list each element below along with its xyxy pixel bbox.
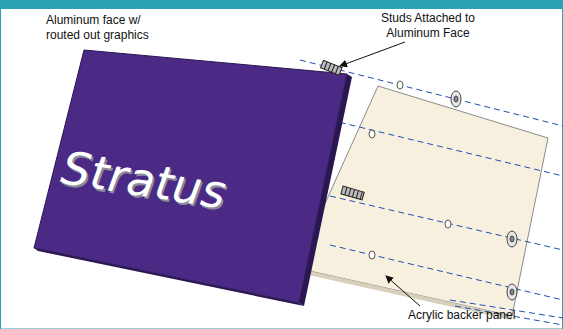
header-bar: [0, 0, 563, 9]
part-label: Studs Attached to Aluminum Face: [368, 11, 488, 41]
backer-holes: [369, 81, 451, 259]
washer-nuts: [451, 91, 517, 300]
aluminum-face: [34, 50, 347, 303]
studs: [321, 60, 365, 200]
part-label: Aluminum face w/ routed out graphics: [46, 13, 176, 43]
part-label: Acrylic backer panel: [408, 308, 558, 323]
leader-line: [340, 42, 405, 66]
leader-line: [386, 276, 420, 306]
